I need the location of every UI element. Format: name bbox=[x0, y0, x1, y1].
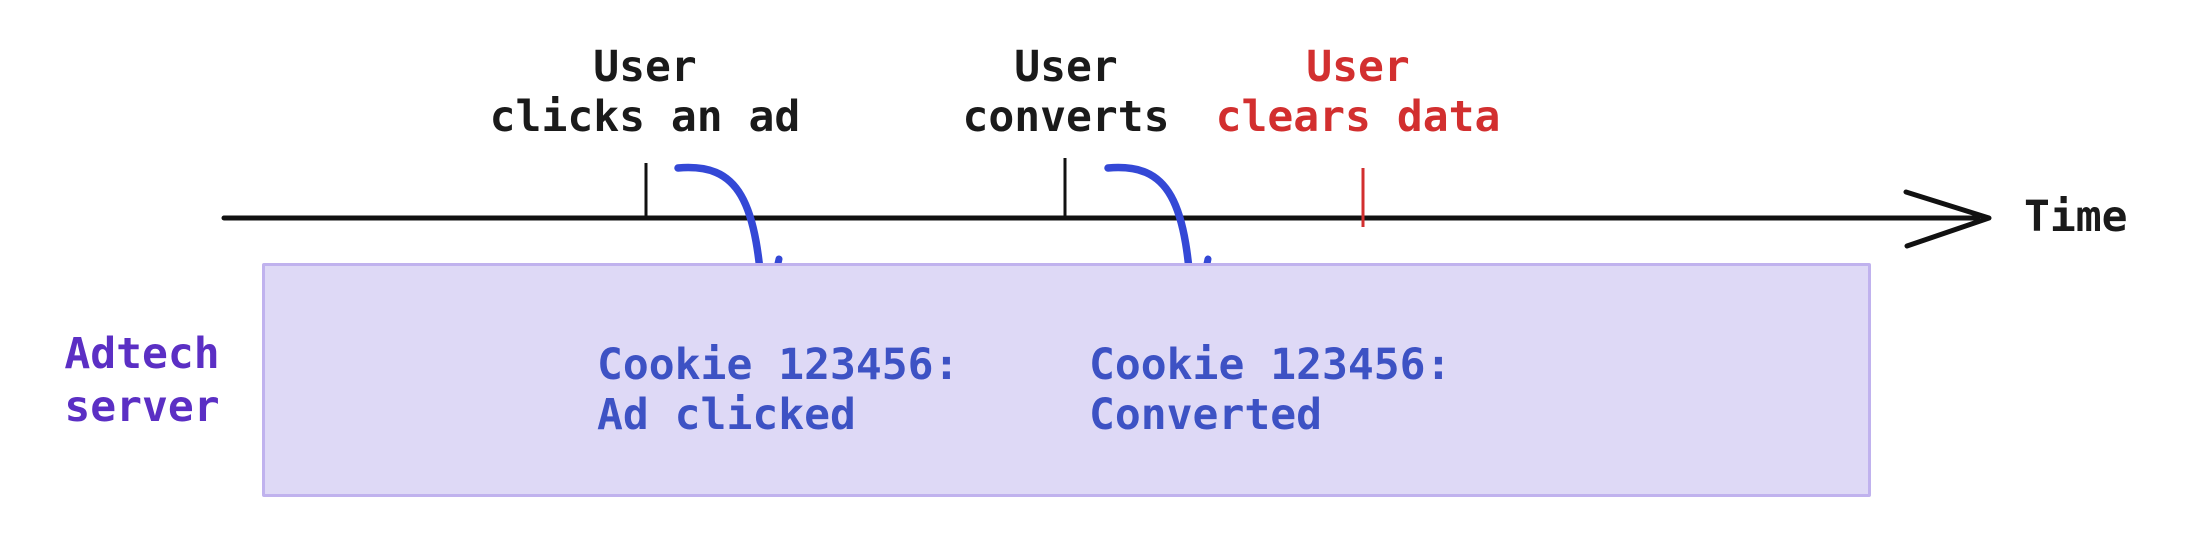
cookie-record-line: Converted bbox=[1089, 390, 1322, 440]
server-label-line: Adtech bbox=[64, 329, 220, 379]
cookie-record-line: Cookie 123456: bbox=[597, 340, 960, 390]
cookie-record-converted: Cookie 123456: Converted bbox=[1089, 340, 1451, 440]
adtech-server-label: Adtech server bbox=[64, 328, 219, 434]
event-label-ad-click: User clicks an ad bbox=[490, 42, 801, 142]
adtech-server-box bbox=[262, 263, 1871, 497]
event-label-clear-data: User clears data bbox=[1216, 42, 1501, 142]
event-label-line: User bbox=[1306, 42, 1410, 92]
event-label-conversion: User converts bbox=[962, 42, 1169, 142]
cookie-record-ad-clicked: Cookie 123456: Ad clicked bbox=[597, 340, 959, 440]
cookie-record-line: Cookie 123456: bbox=[1089, 340, 1452, 390]
time-axis-label: Time bbox=[2024, 192, 2128, 242]
time-axis-arrow bbox=[221, 189, 1992, 249]
event-label-line: clicks an ad bbox=[489, 92, 801, 142]
cookie-record-line: Ad clicked bbox=[597, 390, 856, 440]
server-label-line: server bbox=[64, 382, 220, 432]
event-label-line: User bbox=[593, 42, 697, 92]
event-label-line: User bbox=[1014, 42, 1118, 92]
event-label-line: clears data bbox=[1215, 92, 1501, 142]
event-label-line: converts bbox=[962, 92, 1170, 142]
